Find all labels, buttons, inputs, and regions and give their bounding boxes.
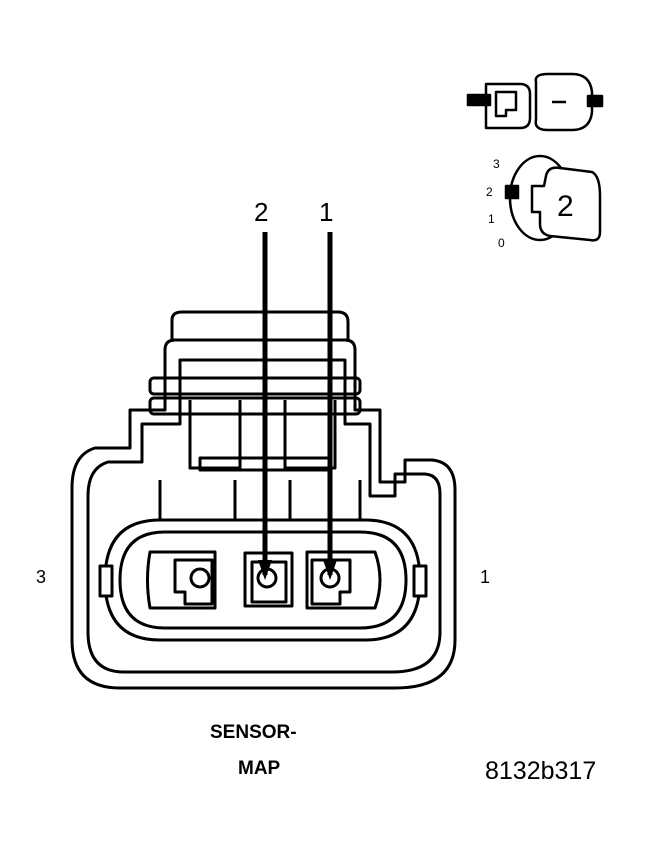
cavity-label-3: 3 bbox=[36, 567, 47, 587]
latch-slot-right bbox=[283, 400, 337, 470]
latch-top bbox=[170, 310, 350, 342]
pin-3 bbox=[189, 567, 211, 589]
figure-id: 8132b317 bbox=[485, 757, 597, 785]
connector-inner-shell bbox=[86, 358, 442, 674]
cavity-3 bbox=[146, 550, 217, 610]
lock-scale-0: 0 bbox=[498, 236, 505, 250]
probe-arrow-2 bbox=[258, 560, 272, 580]
inner-divider bbox=[158, 480, 362, 520]
lock-indicator-key bbox=[530, 166, 602, 242]
lock-position-label: 2 bbox=[557, 190, 574, 223]
cavity-2 bbox=[243, 551, 294, 608]
thumb-wire-left bbox=[466, 93, 492, 107]
lock-scale-2: 2 bbox=[486, 185, 493, 199]
callout-pin-1: 1 bbox=[319, 197, 334, 227]
connector-outer-shell bbox=[70, 338, 457, 690]
callout-pin-2: 2 bbox=[254, 197, 269, 227]
thumb-plug-latch bbox=[494, 90, 518, 118]
lock-scale-1: 1 bbox=[488, 212, 495, 226]
lock-scale-3: 3 bbox=[493, 157, 500, 171]
cavity-label-1: 1 bbox=[480, 567, 491, 587]
caption-line-2: MAP bbox=[238, 758, 281, 779]
latch-rib-1 bbox=[148, 376, 362, 396]
terminal-3 bbox=[173, 558, 214, 606]
thumb-wire-right bbox=[586, 94, 604, 108]
latch-rib-2 bbox=[148, 396, 362, 416]
terminal-2 bbox=[250, 560, 288, 604]
terminal-1 bbox=[310, 558, 352, 606]
latch-slot-left bbox=[188, 400, 242, 470]
probe-arrow-1 bbox=[323, 560, 337, 580]
side-key-right bbox=[412, 564, 428, 598]
lock-indicator-marker bbox=[504, 184, 520, 200]
cavity-1 bbox=[305, 550, 382, 610]
caption-line-1: SENSOR- bbox=[210, 722, 297, 743]
mating-face-inner bbox=[118, 530, 408, 630]
thumb-socket-body bbox=[534, 72, 594, 132]
side-key-left bbox=[98, 564, 114, 598]
mating-face-outer bbox=[103, 518, 422, 642]
thumb-plug-body bbox=[484, 82, 532, 130]
